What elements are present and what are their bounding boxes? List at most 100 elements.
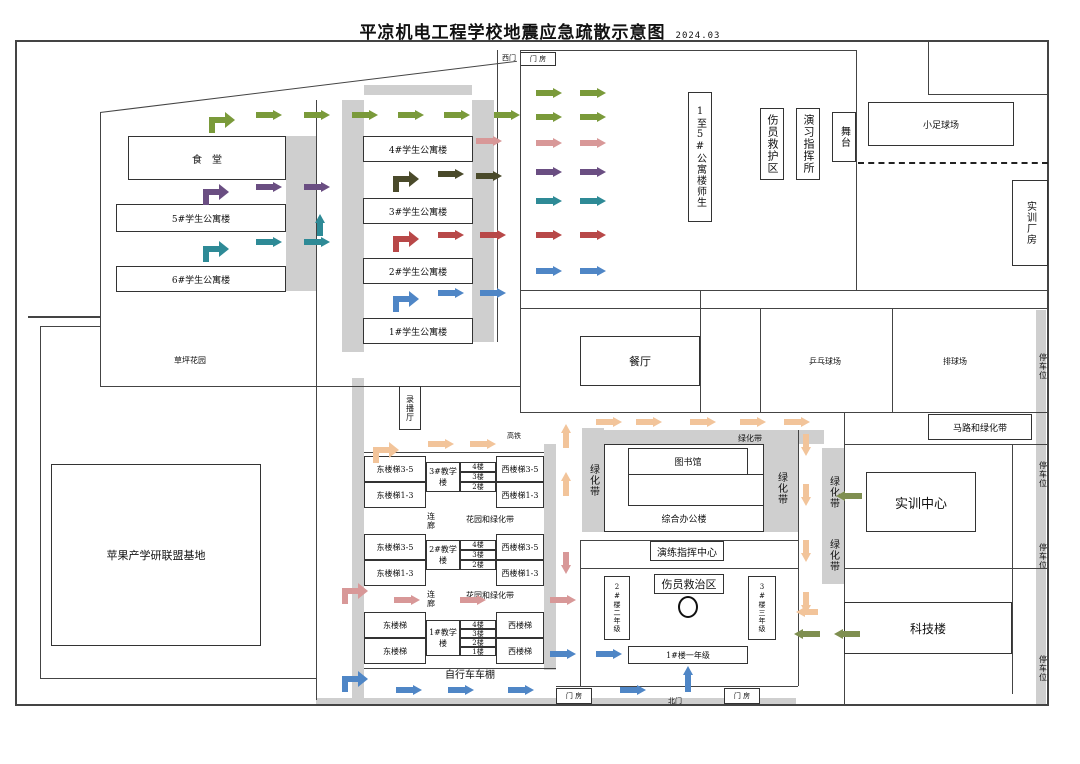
label: 3楼 (472, 629, 484, 638)
dorm-3-label: 3#学生公寓楼 (388, 207, 448, 218)
green-belt-left: 绿化带 (582, 440, 604, 520)
floor: 2楼 (460, 560, 496, 570)
stage-label: 舞台 (838, 126, 850, 148)
garden-green: 花园和绿化带 (450, 588, 530, 602)
floor: 2楼 (460, 638, 496, 647)
floor: 4楼 (460, 462, 496, 472)
west-gate: 西门 (498, 52, 520, 64)
wall (40, 326, 41, 678)
guard-house-1: 门 房 (556, 688, 592, 704)
road-strip (472, 100, 494, 342)
dorm-4-label: 4#学生公寓楼 (388, 145, 448, 156)
evacuation-arrow (438, 169, 464, 179)
boundary-bottom (15, 704, 1048, 706)
green-strip (582, 428, 604, 532)
floor: 3楼 (460, 629, 496, 638)
label: 4楼 (472, 541, 484, 549)
office-label: 综合办公楼 (661, 515, 707, 525)
dorm-6-label: 6#学生公寓楼 (171, 275, 231, 286)
evacuation-arrow (683, 666, 693, 692)
field-line (497, 50, 498, 342)
apple-label: 苹果产学研联盟基地 (106, 549, 206, 562)
evacuation-arrow (444, 110, 470, 120)
label: 西楼梯 (508, 620, 532, 630)
evacuation-arrow (256, 110, 282, 120)
green-belt-mid: 绿化带 (764, 452, 798, 524)
field-line (520, 308, 1048, 309)
dashed-boundary (858, 162, 1048, 164)
evacuation-arrow (596, 417, 622, 427)
label: 连廊 (426, 590, 436, 608)
bldg-line (844, 412, 845, 704)
broadcast-label: 录播厅 (405, 394, 415, 422)
evacuation-arrow (801, 484, 811, 506)
label: 绿化带 (827, 475, 839, 509)
bldg-line (1012, 444, 1013, 694)
floor: 4楼 (460, 620, 496, 629)
evacuation-arrow (796, 607, 818, 617)
teach3-west13: 西楼梯1-3 (496, 482, 544, 508)
soccer-field: 小足球场 (868, 102, 1014, 146)
evacuation-arrow (834, 629, 860, 639)
title-date: 2024.03 (675, 31, 721, 41)
label: 3#楼三年级 (758, 583, 766, 633)
label: 花园和绿化带 (466, 590, 514, 600)
wall (40, 326, 100, 327)
wall (316, 100, 317, 700)
label: 3楼 (472, 551, 484, 559)
field-line (520, 50, 856, 51)
volleyball-court: 排球场 (920, 352, 990, 370)
evacuation-arrow (794, 629, 820, 639)
field-line (520, 50, 521, 412)
evacuation-arrow (580, 167, 606, 177)
field-line (928, 94, 1048, 95)
rescue-area-top: 伤员救护区 (760, 108, 784, 180)
evacuation-bent-arrow (393, 171, 419, 192)
teach3-west35: 西楼梯3-5 (496, 456, 544, 482)
evacuation-arrow (580, 266, 606, 276)
road-strip (342, 100, 364, 352)
pingpong-court: 乒乓球场 (780, 352, 870, 370)
wall (28, 316, 100, 318)
floor: 3楼 (460, 550, 496, 560)
canteen-label: 食 堂 (192, 154, 222, 166)
evacuation-bent-arrow (203, 184, 229, 205)
dorm-5-label: 5#学生公寓楼 (171, 214, 231, 225)
evacuation-arrow (784, 417, 810, 427)
label: 连廊 (426, 512, 436, 530)
assembly-point: 1至5#公寓楼师生 (688, 92, 712, 222)
dorm-6: 6#学生公寓楼 (116, 266, 286, 292)
evacuation-arrow (580, 112, 606, 122)
teach2-east35: 东楼梯3-5 (364, 534, 426, 560)
field-line (760, 308, 761, 412)
label: 2楼 (472, 483, 484, 491)
evacuation-bent-arrow (342, 671, 368, 692)
rescue-mid-label: 伤员救治区 (661, 578, 717, 591)
floor: 3楼 (460, 472, 496, 482)
label: 东楼梯3-5 (376, 542, 414, 552)
evacuation-arrow (561, 424, 571, 448)
evacuation-bent-arrow (393, 231, 419, 252)
parking-label: 停车位 (1038, 654, 1048, 682)
label: 1楼 (472, 647, 484, 656)
parking-label: 停车位 (1038, 352, 1048, 380)
wall (40, 678, 316, 679)
road-strip (352, 378, 364, 704)
soccer-label: 小足球场 (922, 120, 959, 131)
bldg-line (580, 540, 798, 541)
green-strip (764, 444, 798, 532)
label: 4楼 (472, 620, 484, 629)
boundary-left (15, 40, 17, 706)
training-center: 实训中心 (866, 472, 976, 532)
evacuation-arrow (398, 110, 424, 120)
boundary-top (15, 40, 1048, 42)
evacuation-bent-arrow (342, 583, 368, 604)
evacuation-arrow (561, 472, 571, 496)
teach1: 1#教学楼 (426, 620, 460, 656)
canteen: 食 堂 (128, 136, 286, 180)
apple-base: 苹果产学研联盟基地 (51, 464, 261, 646)
dorm-4: 4#学生公寓楼 (363, 136, 473, 162)
guard-top-label: 门 房 (529, 55, 547, 63)
drill-center-label: 演练指挥中心 (657, 547, 717, 559)
